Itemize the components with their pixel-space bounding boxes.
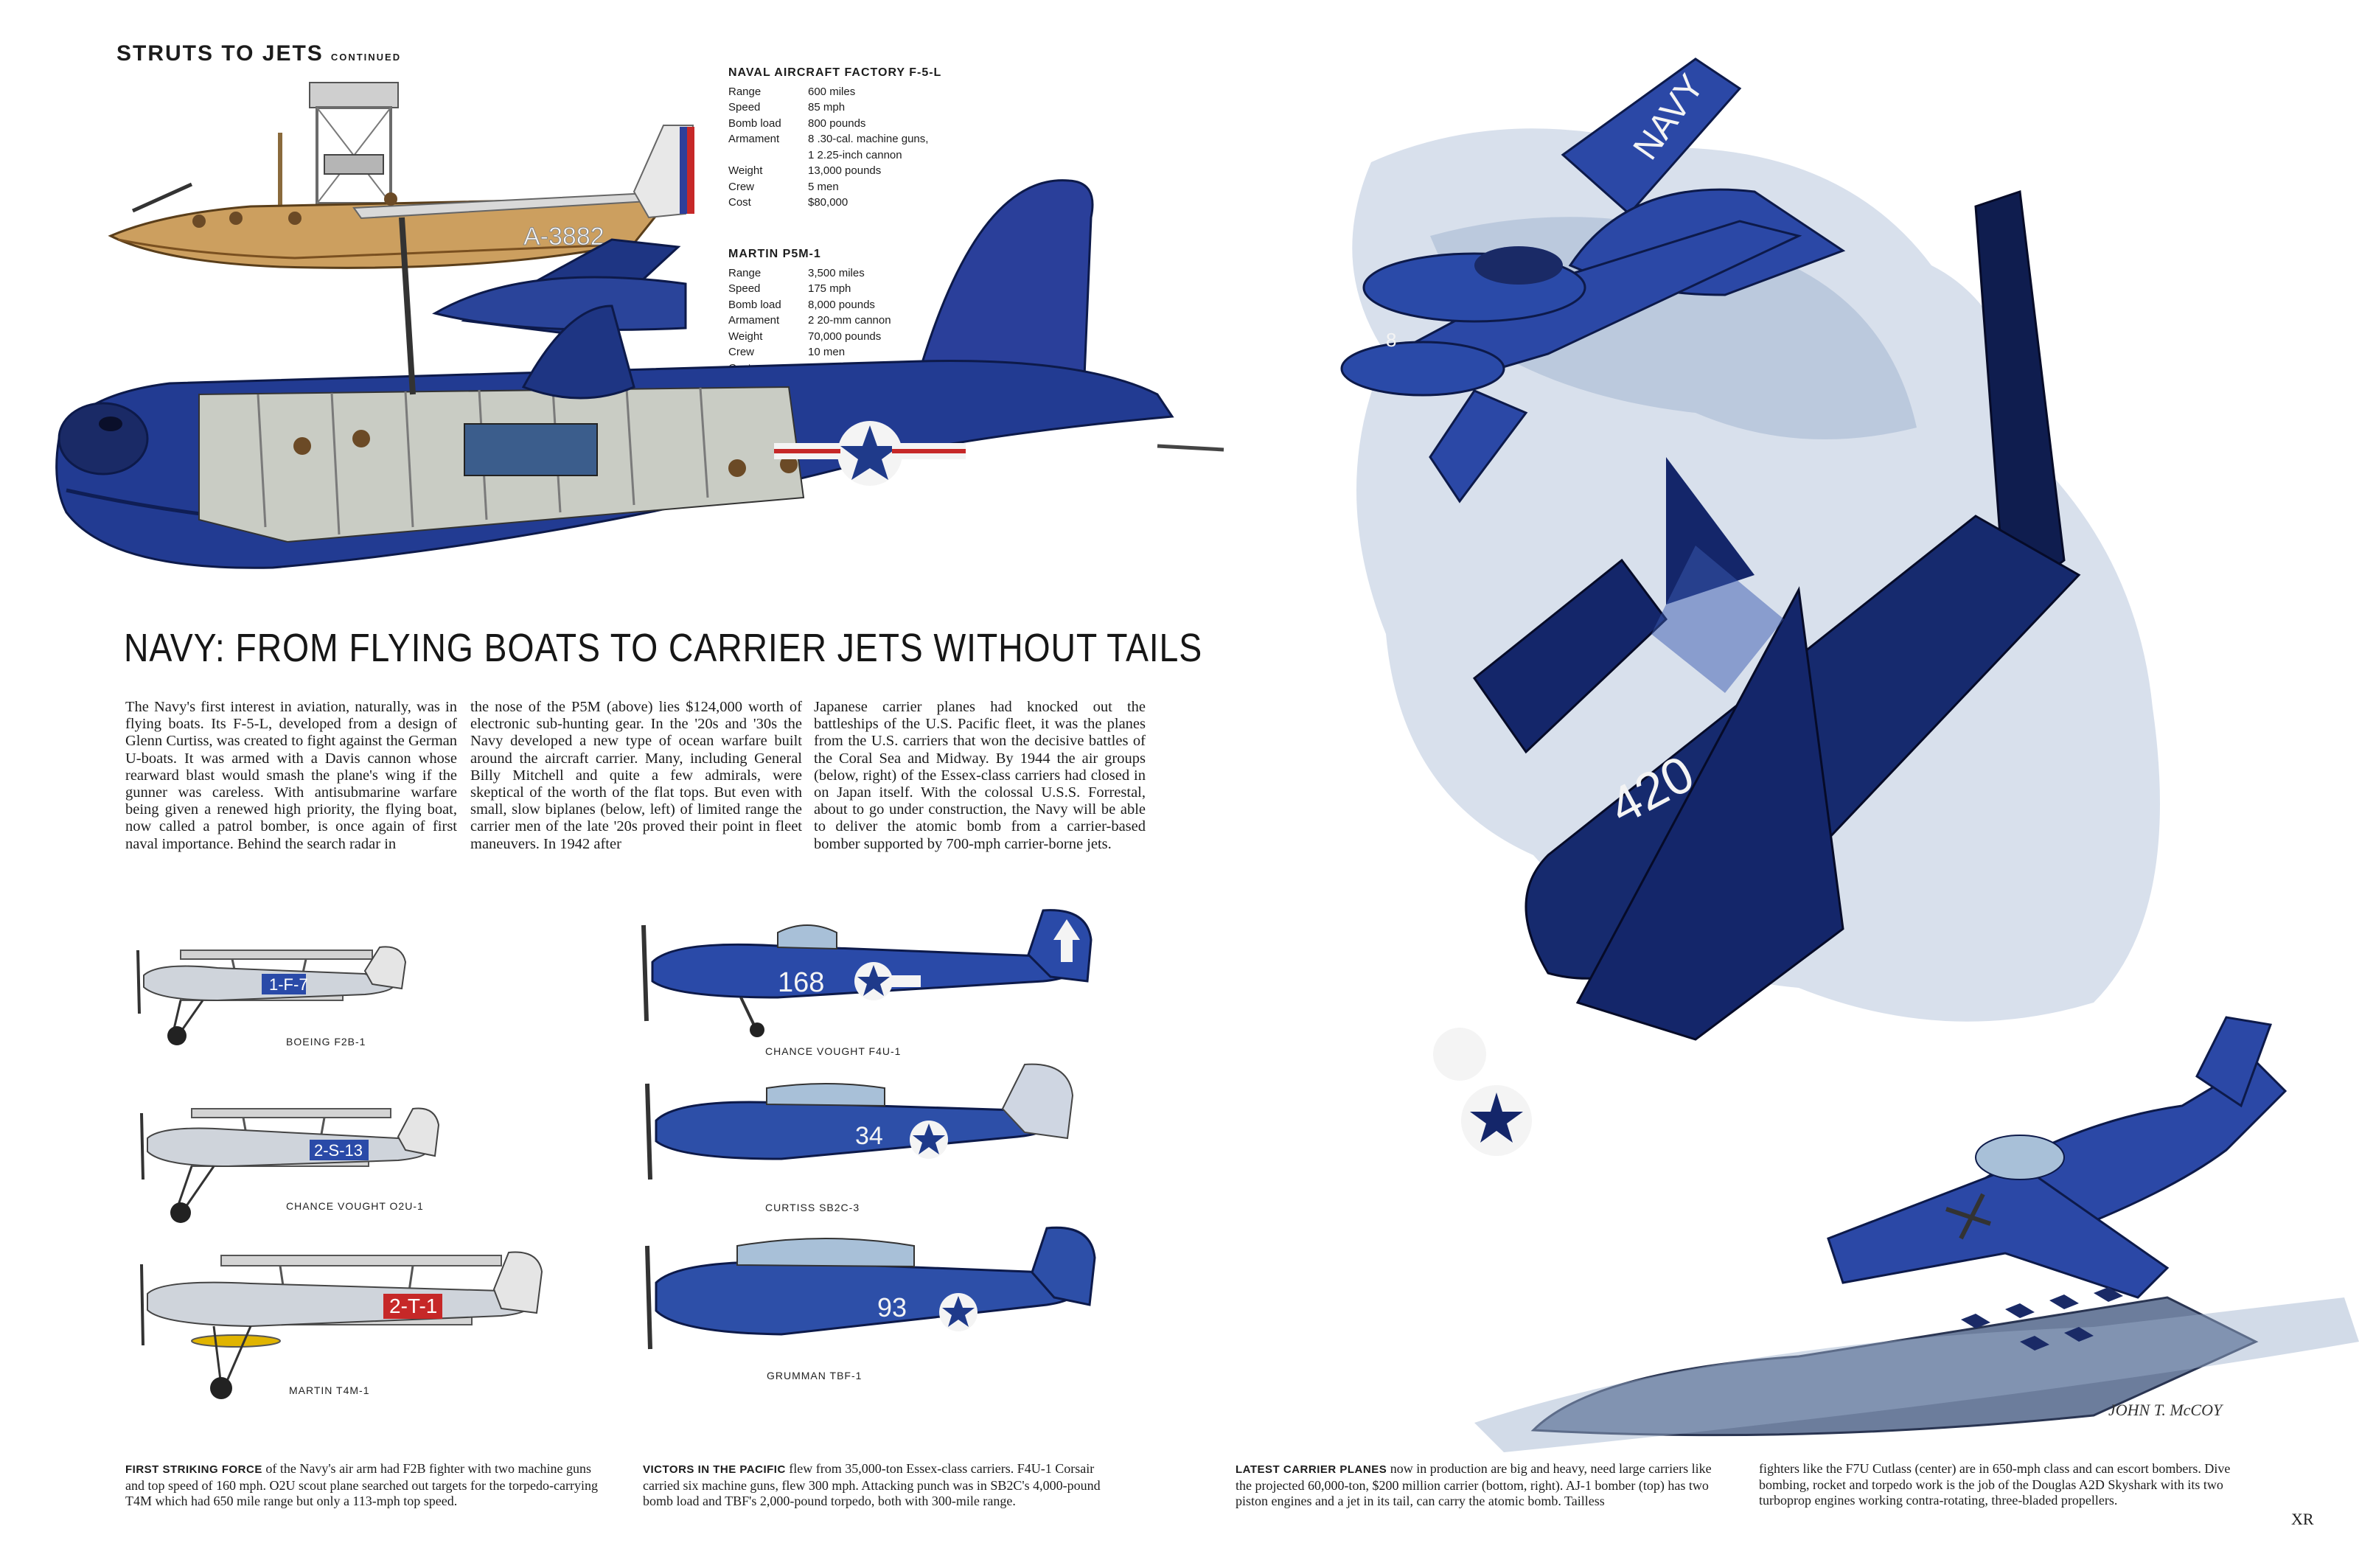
artist-signature: JOHN T. McCOY xyxy=(2108,1401,2224,1419)
spec-value: 600 miles xyxy=(808,85,856,98)
caption-latest-carrier-planes-cont: fighters like the F7U Cutlass (center) a… xyxy=(1759,1461,2231,1508)
label-chance-vought-f4u: CHANCE VOUGHT F4U-1 xyxy=(765,1045,902,1057)
label-chance-vought-o2u: CHANCE VOUGHT O2U-1 xyxy=(286,1200,424,1212)
aj1-nose-number: 8 xyxy=(1386,329,1396,351)
p5m-flying-boat-illustration xyxy=(55,179,1224,569)
series-title-text: STRUTS TO JETS xyxy=(116,41,324,66)
sb2c-number: 34 xyxy=(855,1122,883,1150)
caption-latest-carrier-planes: LATEST CARRIER PLANES now in production … xyxy=(1236,1461,1722,1510)
spec-row: Speed 85 mph xyxy=(728,100,928,116)
tbf-number: 93 xyxy=(877,1292,907,1323)
spec-key: Cost xyxy=(728,196,751,209)
spec-key xyxy=(728,147,808,164)
spec-key: Weight xyxy=(728,164,763,177)
o2u-code: 2-S-13 xyxy=(314,1141,363,1160)
chance-vought-o2u-illustration: 2-S-13 xyxy=(140,1107,440,1223)
spec-key: Bomb load xyxy=(728,298,781,311)
label-martin-t4m: MARTIN T4M-1 xyxy=(289,1384,370,1396)
boeing-f2b-illustration: 1-F-7 xyxy=(136,946,407,1045)
spec-f5l-name: NAVAL AIRCRAFT FACTORY F-5-L xyxy=(728,66,942,79)
series-continued: CONTINUED xyxy=(330,52,402,63)
body-column-2: the nose of the P5M (above) lies $124,00… xyxy=(470,699,802,852)
carrier-ship xyxy=(1474,1287,2359,1452)
spec-row: Range 3,500 miles xyxy=(728,265,891,282)
spec-row: Crew 10 men xyxy=(728,344,891,360)
spec-p5m-name: MARTIN P5M-1 xyxy=(728,248,821,260)
label-grumman-tbf: GRUMMAN TBF-1 xyxy=(767,1370,863,1381)
spec-row: Weight 13,000 pounds xyxy=(728,163,928,179)
spec-key: Bomb load xyxy=(728,116,781,130)
spec-row: Cost $80,000 xyxy=(728,195,928,211)
spec-row: Range 600 miles xyxy=(728,84,928,100)
spec-value: 800 pounds xyxy=(808,116,866,130)
spec-value: 5 men xyxy=(808,180,839,193)
spec-key: Crew xyxy=(728,180,755,193)
caption-left-lead: FIRST STRIKING FORCE xyxy=(125,1463,262,1476)
caption-left-text: of the Navy's air arm had F2B fighter wi… xyxy=(125,1461,598,1508)
caption-right-lead: LATEST CARRIER PLANES xyxy=(1236,1463,1387,1476)
caption-mid-text: flew from 35,000-ton Essex-class carrier… xyxy=(643,1461,1101,1508)
spec-value: 13,000 pounds xyxy=(808,164,882,177)
spec-key: Speed xyxy=(728,101,761,114)
martin-t4m-illustration: 2-T-1 xyxy=(140,1251,543,1399)
spec-value: 85 mph xyxy=(808,101,846,114)
curtiss-sb2c-illustration: 34 xyxy=(645,1063,1074,1180)
series-title: STRUTS TO JETS CONTINUED xyxy=(116,41,401,66)
spec-row: Speed 175 mph xyxy=(728,281,891,297)
spec-row: Weight 70,000 pounds xyxy=(728,329,891,345)
aj1-bomber: NAVY 8 xyxy=(1340,58,1846,503)
caption-first-striking-force: FIRST STRIKING FORCE of the Navy's air a… xyxy=(125,1461,604,1510)
label-boeing-f2b: BOEING F2B-1 xyxy=(286,1036,366,1048)
spec-value: 8,000 pounds xyxy=(808,298,875,311)
body-column-1: The Navy's first interest in aviation, n… xyxy=(125,699,457,852)
spec-row: Armament 2 20-mm cannon xyxy=(728,313,891,329)
spec-row: Armament 8 .30-cal. machine guns, xyxy=(728,131,928,147)
spec-key: Range xyxy=(728,85,762,98)
spec-value: 175 mph xyxy=(808,282,851,295)
page-folio: XR xyxy=(2291,1510,2314,1528)
spec-value: 1 2.25-inch cannon xyxy=(808,148,902,161)
spec-row: Bomb load 800 pounds xyxy=(728,116,928,132)
spec-key: Speed xyxy=(728,282,761,295)
spec-row: Crew 5 men xyxy=(728,179,928,195)
caption-mid-lead: VICTORS IN THE PACIFIC xyxy=(643,1463,786,1476)
f5l-flying-boat-illustration: A-3882 xyxy=(108,82,694,269)
caption-right-text-1: now in production are big and heavy, nee… xyxy=(1236,1461,1712,1508)
spec-value: $80,000 xyxy=(808,196,849,209)
spec-key: Range xyxy=(728,266,762,279)
spec-value: 10 men xyxy=(808,346,846,358)
grumman-tbf-illustration: 93 xyxy=(645,1226,1096,1350)
label-curtiss-sb2c: CURTISS SB2C-3 xyxy=(765,1202,860,1213)
caption-victors-in-the-pacific: VICTORS IN THE PACIFIC flew from 35,000-… xyxy=(643,1461,1122,1510)
t4m-code: 2-T-1 xyxy=(389,1295,437,1317)
spec-value: 8 .30-cal. machine guns, xyxy=(808,133,929,145)
chance-vought-f4u-illustration: 168 xyxy=(641,909,1093,1037)
spec-key: Armament xyxy=(728,314,780,327)
spec-value: 2 20-mm cannon xyxy=(808,314,891,327)
spec-key: Crew xyxy=(728,346,755,358)
spec-value: 3,500 miles xyxy=(808,266,865,279)
spec-key: Weight xyxy=(728,330,763,343)
spec-row: 1 2.25-inch cannon xyxy=(728,147,928,164)
headline: NAVY: FROM FLYING BOATS TO CARRIER JETS … xyxy=(124,626,1203,670)
f5l-serial: A-3882 xyxy=(523,223,604,251)
spec-row: Bomb load 8,000 pounds xyxy=(728,297,891,313)
f7u-cutlass: 420 xyxy=(1433,189,2081,1156)
body-column-3: Japanese carrier planes had knocked out … xyxy=(814,699,1146,852)
spec-key: Armament xyxy=(728,133,780,145)
a2d-skyshark xyxy=(1827,1016,2287,1299)
f2b-code: 1-F-7 xyxy=(269,975,308,994)
carrier-planes-painting: NAVY 8 420 JOHN T. McCOY xyxy=(1340,58,2359,1452)
spec-table-f5l: NAVAL AIRCRAFT FACTORY F-5-L Range 600 mi… xyxy=(728,65,942,211)
spec-value: 70,000 pounds xyxy=(808,330,882,343)
f4u-number: 168 xyxy=(778,967,824,998)
